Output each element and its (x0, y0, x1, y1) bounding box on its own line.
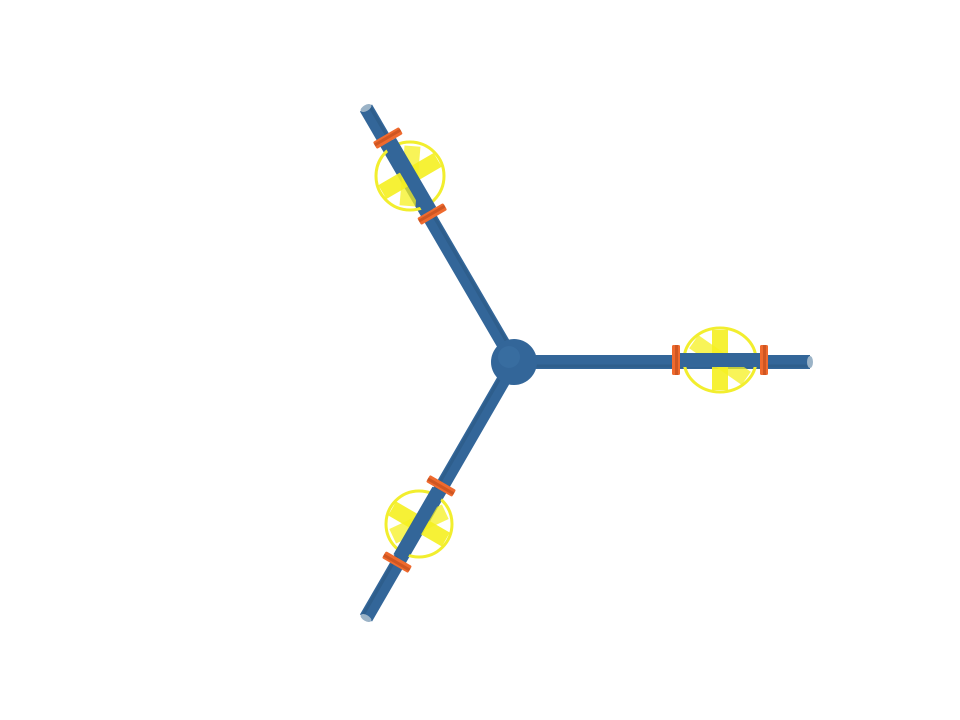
motor-mount-clamp-shade (382, 553, 411, 572)
motor-mount-clamp-shade (675, 345, 678, 375)
arm-lower-left-tube (359, 358, 521, 622)
hub-layer (491, 339, 537, 385)
arm-lower-left-tube-segment (393, 486, 445, 562)
arm-upper-left-tube-segment (383, 137, 437, 215)
arm-lower-left-shade (361, 359, 512, 617)
motor-mount-clamp-shade (373, 128, 402, 147)
arm-lower-left-end-cap (360, 614, 372, 622)
arm-right-motor-assembly (672, 326, 768, 394)
rotors-layer (373, 127, 768, 573)
motor-mount-clamp-shade (427, 477, 455, 496)
central-hub-highlight (498, 346, 520, 368)
arm-right-end-cap (807, 356, 813, 368)
arm-lower-left-motor-assembly (382, 475, 456, 573)
rotor-guard-ring (384, 489, 454, 559)
arm-upper-left-motor-assembly (373, 127, 447, 225)
motor-mount-clamp-shade (418, 204, 446, 223)
motor-mount-clamp-shade (763, 345, 766, 375)
rotor-guard-ring (374, 140, 446, 212)
arm-upper-left-end-cap (360, 104, 372, 112)
